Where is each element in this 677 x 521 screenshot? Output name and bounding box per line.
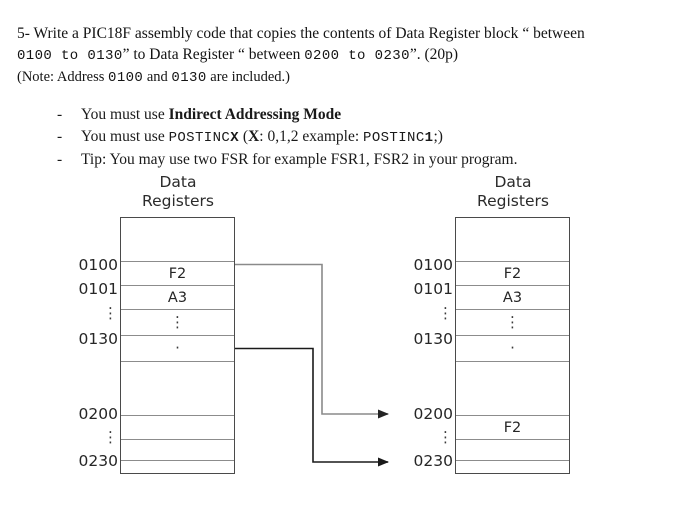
question-line-1-text: 5- Write a PIC18F assembly code that cop… bbox=[17, 25, 523, 42]
table-row[interactable] bbox=[456, 362, 569, 416]
address-range-dest: 0200 to 0230 bbox=[304, 48, 410, 64]
left-cell-0130: · bbox=[175, 339, 180, 357]
left-block-header: Data Registers bbox=[113, 173, 243, 211]
left-address-vdots-2: ⋮ bbox=[103, 428, 118, 446]
bullet-1-prefix: You must use bbox=[81, 106, 169, 123]
question-note-line: (Note: Address 0100 and 0130 are include… bbox=[17, 67, 657, 89]
right-header-line2: Registers bbox=[477, 192, 549, 210]
left-address-vdots-1: ⋮ bbox=[103, 304, 118, 322]
bullet-1-bold: Indirect Addressing Mode bbox=[168, 106, 342, 123]
postinc-mnemonic: POSTINC bbox=[168, 129, 231, 146]
postinc-example: POSTINC bbox=[363, 129, 425, 146]
question-line-2: 0100 to 0130” to Data Register “ between… bbox=[17, 44, 657, 67]
requirements-list: - You must use Indirect Addressing Mode … bbox=[57, 104, 617, 171]
table-row[interactable] bbox=[121, 362, 234, 416]
right-header-line1: Data bbox=[494, 173, 532, 191]
bullet-2-prefix: You must use bbox=[81, 127, 169, 145]
table-row[interactable] bbox=[121, 461, 234, 482]
right-cell-vdots: ⋮ bbox=[505, 313, 520, 331]
bullet-dash-icon: - bbox=[57, 127, 63, 145]
bullet-2-text: You must use POSTINCX (X: 0,1,2 example:… bbox=[81, 126, 443, 150]
table-row[interactable]: ⋮ bbox=[456, 310, 569, 336]
bullet-2-mid2: : 0,1,2 example: bbox=[259, 127, 364, 145]
table-row[interactable]: · bbox=[456, 336, 569, 362]
table-row[interactable] bbox=[456, 218, 569, 262]
right-address-0200: 0200 bbox=[413, 405, 453, 423]
bullet-2-x-var: X bbox=[248, 127, 260, 145]
left-register-table[interactable]: F2 A3 ⋮ · bbox=[120, 217, 235, 474]
right-block-header: Data Registers bbox=[448, 173, 578, 211]
right-register-table[interactable]: F2 A3 ⋮ · F2 bbox=[455, 217, 570, 474]
note-addr-end: 0130 bbox=[171, 70, 207, 86]
right-address-0101: 0101 bbox=[413, 280, 453, 298]
arrow-0100-to-0200 bbox=[235, 263, 390, 419]
table-row[interactable] bbox=[121, 416, 234, 440]
right-cell-0130: · bbox=[510, 339, 515, 357]
table-row[interactable] bbox=[456, 461, 569, 482]
bullet-2-suffix: ;) bbox=[433, 127, 443, 145]
left-cell-vdots: ⋮ bbox=[170, 313, 185, 331]
left-header-line2: Registers bbox=[142, 192, 214, 210]
list-item: - Tip: You may use two FSR for example F… bbox=[57, 149, 617, 171]
table-row[interactable] bbox=[456, 440, 569, 461]
table-row[interactable]: A3 bbox=[456, 286, 569, 310]
right-address-0130: 0130 bbox=[413, 330, 453, 348]
left-address-0130: 0130 bbox=[78, 330, 118, 348]
bullet-dash-icon: - bbox=[57, 151, 63, 168]
table-row[interactable]: F2 bbox=[121, 262, 234, 286]
table-row[interactable] bbox=[121, 440, 234, 461]
note-addr-start: 0100 bbox=[108, 70, 144, 86]
list-item: - You must use POSTINCX (X: 0,1,2 exampl… bbox=[57, 126, 617, 150]
left-address-0100: 0100 bbox=[78, 256, 118, 274]
question-text-block: 5- Write a PIC18F assembly code that cop… bbox=[17, 23, 657, 89]
bullet-1-text: You must use Indirect Addressing Mode bbox=[81, 104, 341, 126]
right-cell-0101: A3 bbox=[502, 289, 523, 306]
postinc-x-suffix: X bbox=[230, 129, 240, 146]
left-cell-0100: F2 bbox=[168, 265, 187, 282]
question-line-2-end: ”. (20p) bbox=[409, 46, 459, 63]
question-line-1-quote: “ between bbox=[522, 25, 585, 42]
note-suffix: are included.) bbox=[206, 69, 290, 85]
right-address-0100: 0100 bbox=[413, 256, 453, 274]
left-address-0200: 0200 bbox=[78, 405, 118, 423]
right-cell-0100: F2 bbox=[503, 265, 522, 282]
question-line-1: 5- Write a PIC18F assembly code that cop… bbox=[17, 23, 657, 44]
right-address-0230: 0230 bbox=[413, 452, 453, 470]
table-row[interactable]: F2 bbox=[456, 416, 569, 440]
table-row[interactable]: ⋮ bbox=[121, 310, 234, 336]
bullet-2-paren-open: ( bbox=[239, 127, 249, 145]
table-row[interactable]: F2 bbox=[456, 262, 569, 286]
note-prefix: (Note: Address bbox=[17, 69, 109, 85]
left-address-0101: 0101 bbox=[78, 280, 118, 298]
postinc-example-num: 1 bbox=[424, 129, 434, 146]
right-address-vdots-1: ⋮ bbox=[438, 304, 453, 322]
table-row[interactable]: A3 bbox=[121, 286, 234, 310]
table-row[interactable] bbox=[121, 218, 234, 262]
list-item: - You must use Indirect Addressing Mode bbox=[57, 104, 617, 126]
bullet-dash-icon: - bbox=[57, 106, 63, 123]
left-cell-0101: A3 bbox=[167, 289, 188, 306]
arrow-0130-to-0230 bbox=[235, 347, 390, 467]
right-cell-0200: F2 bbox=[503, 419, 522, 436]
address-range-source: 0100 to 0130 bbox=[17, 48, 123, 64]
right-address-vdots-2: ⋮ bbox=[438, 428, 453, 446]
bullet-3-text: Tip: You may use two FSR for example FSR… bbox=[81, 151, 518, 168]
note-and: and bbox=[143, 69, 172, 85]
left-address-0230: 0230 bbox=[78, 452, 118, 470]
left-header-line1: Data bbox=[159, 173, 197, 191]
table-row[interactable]: · bbox=[121, 336, 234, 362]
question-line-2-mid: ” to Data Register “ between bbox=[122, 46, 305, 63]
